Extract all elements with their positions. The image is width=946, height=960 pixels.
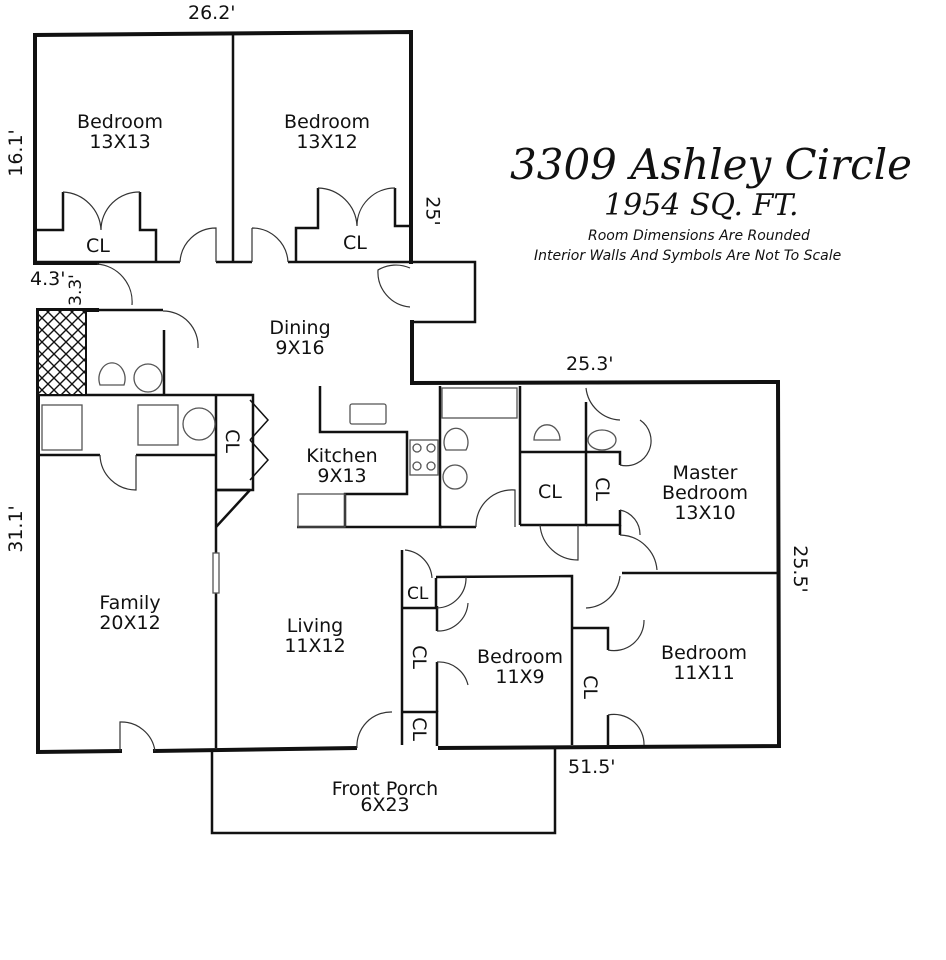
room-name: Living [286,615,344,637]
dim-small-height: 3.3' [65,274,86,306]
room-name: Bedroom [662,482,748,504]
bathtub-icon [441,387,518,419]
counter-icon [297,493,346,528]
dim-left-upper-height: 16.1' [4,129,27,177]
room-size: 13X10 [674,502,736,524]
door-swings [62,187,658,752]
dim-top-width: 26.2' [188,2,236,24]
room-bedroom-11x9: Bedroom 11X9 [468,647,572,687]
sink-icon [587,429,617,451]
room-living: Living 11X12 [265,616,365,656]
room-size: 13X13 [89,131,151,153]
property-address: 3309 Ashley Circle [510,140,912,189]
room-size: 9X16 [275,337,325,359]
room-name: Bedroom [661,642,747,664]
room-size: 11X9 [495,666,545,688]
closet-label: CL [407,584,429,604]
dim-right-wing-width: 25.3' [566,353,614,375]
closet-label: CL [343,232,367,254]
room-kitchen: Kitchen 9X13 [292,446,392,486]
room-size: 13X12 [296,131,358,153]
room-dining: Dining 9X16 [250,318,350,358]
water-heater-icon [182,407,216,441]
bifold-doors [249,399,270,481]
closet-label: CL [590,477,613,501]
note-not-to-scale: Interior Walls And Symbols Are Not To Sc… [534,248,842,264]
closet-label: CL [407,645,430,669]
sink-icon [442,464,468,490]
room-family: Family 20X12 [80,593,180,633]
room-size: 6X23 [360,794,410,816]
note-rounded: Room Dimensions Are Rounded [588,228,810,244]
kitchen-sink-icon [349,403,387,425]
dim-bottom-width: 51.5' [568,756,616,778]
room-name: Family [99,592,161,614]
room-size: 20X12 [99,612,161,634]
room-name: Bedroom [77,111,163,133]
square-footage: 1954 SQ. FT. [604,188,799,223]
toilet-icon [443,427,469,451]
room-bedroom-13x12: Bedroom 13X12 [265,112,389,152]
washer-icon [41,404,83,451]
closet-label: CL [86,235,110,257]
room-size: 9X13 [317,465,367,487]
fixtures [37,309,617,594]
room-name: Kitchen [306,445,378,467]
dryer-icon [137,404,179,446]
closet-label: CL [578,675,601,699]
closet-label: CL [220,429,243,453]
room-name: Bedroom [477,646,563,668]
room-front-porch: Front Porch 6X23 [310,779,460,815]
closet-label: CL [538,481,562,503]
shower-tile-icon [37,309,87,396]
room-name: Bedroom [284,111,370,133]
toilet-icon [98,362,126,386]
dim-left-lower-height: 31.1' [4,505,27,553]
window-icon [212,552,220,594]
sink-icon [133,363,163,393]
toilet-icon [533,424,561,441]
dim-right-height: 25.5' [788,545,811,593]
room-bedroom-11x11: Bedroom 11X11 [652,643,756,683]
room-master-bedroom: Master Bedroom 13X10 [650,463,760,523]
room-bedroom-13x13: Bedroom 13X13 [70,112,170,152]
room-name: Dining [269,317,331,339]
stove-icon [409,439,439,476]
room-size: 11X11 [673,662,735,684]
dim-small-width: 4.3' [30,268,66,290]
closet-label: CL [407,717,430,741]
room-size: 11X12 [284,635,346,657]
room-name: Front Porch [331,778,439,800]
room-name: Master [672,462,738,484]
dim-upper-right-height: 25' [421,196,444,226]
